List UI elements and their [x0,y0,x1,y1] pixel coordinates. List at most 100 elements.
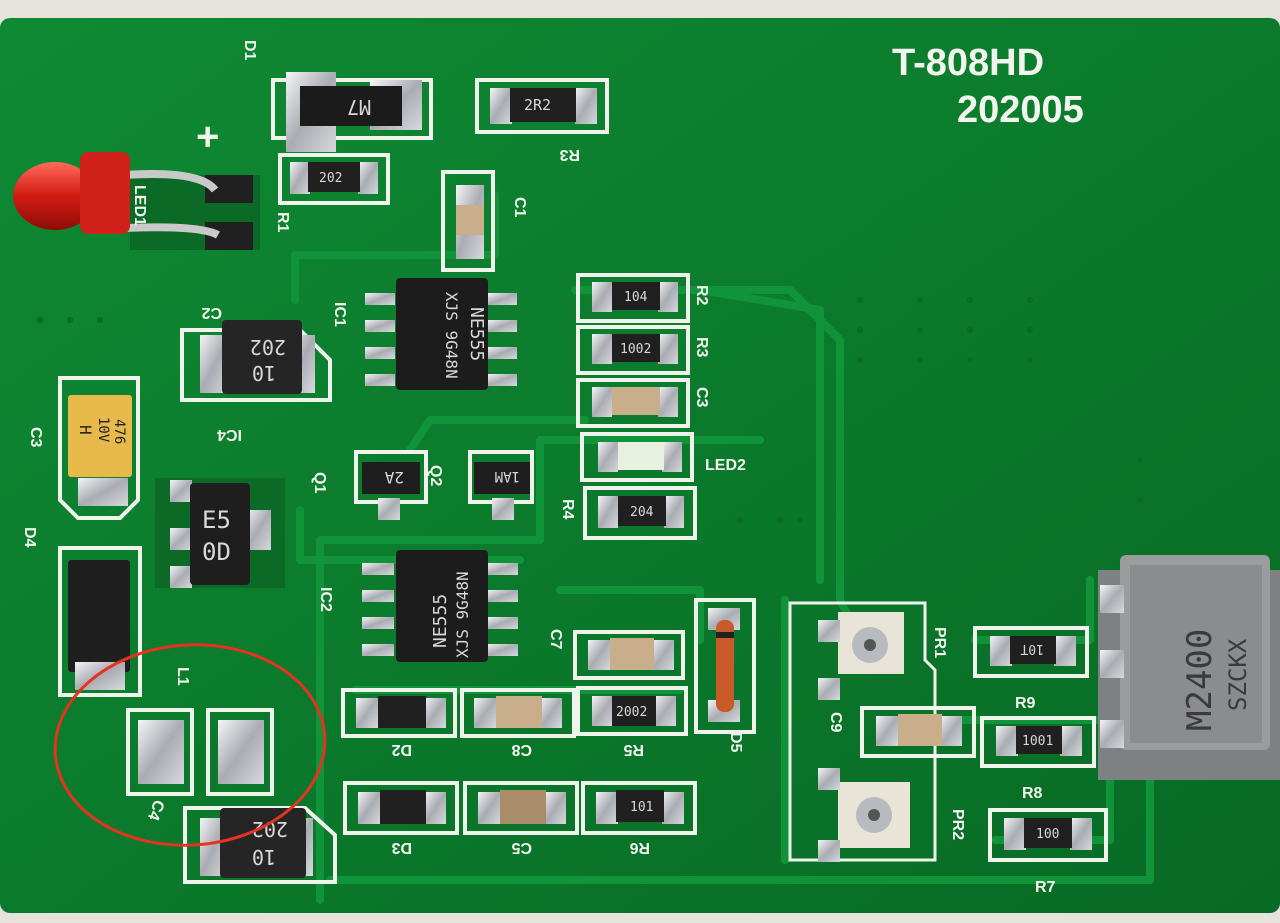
annotation-circle [53,643,327,847]
label-d1: D1 [241,40,258,61]
label-ic2: IC2 [317,587,334,612]
label-r2: R2 [693,285,710,306]
component-r2: 104 [576,273,690,323]
label-c8: C8 [511,741,532,758]
label-pr2: PR2 [949,809,966,840]
component-d3 [343,781,459,835]
label-r1: R1 [274,212,291,233]
ic2-marking-line1: NE555 [430,594,451,648]
l1-marking-line2: 10 [252,845,276,869]
r8-marking: 1001 [1022,734,1053,749]
ic4-marking-line2: 0D [202,538,231,566]
label-d2: D2 [391,741,412,758]
board-model-label: T-808HD [892,42,1044,84]
label-r3b: R3 [693,337,710,358]
component-r1: 202 [278,153,390,205]
component-rf-module: M2400 SZCKX [1098,555,1280,780]
component-r6: 101 [581,781,697,835]
component-c1 [441,170,495,272]
label-d3: D3 [391,839,412,856]
component-l1 [126,708,274,796]
component-c8 [460,688,576,738]
label-led2: LED2 [705,457,746,474]
q1-marking: 2A [384,468,404,487]
component-c5 [463,781,579,835]
r9-marking: 10T [1020,641,1044,656]
label-ic1: IC1 [331,302,348,327]
q2-marking: 1AM [495,468,520,484]
module-marking-line1: M2400 [1180,629,1220,731]
label-c2: C2 [201,304,222,321]
component-d4 [58,546,142,697]
label-c4: C4 [144,798,167,823]
label-r5: R5 [623,741,644,758]
label-ic4: IC4 [217,426,242,443]
label-c9: C9 [827,712,844,733]
ic4-marking-line1: E5 [202,506,231,534]
component-c9 [860,706,976,758]
label-l1: L1 [174,667,191,686]
label-led1: LED1 [131,185,148,226]
label-q1: Q1 [311,472,328,493]
reference-designators: D1 R3 LED1 R1 C1 C2 IC1 R2 R3 C3 IC4 C3 … [21,40,1056,896]
component-l1-block: 202 10 [183,806,337,884]
r6-marking: 101 [630,800,653,815]
label-c3-small: C3 [693,387,710,408]
component-d5 [694,598,756,734]
r3-marking: 2R2 [524,96,551,114]
board-date-label: 202005 [957,89,1084,131]
label-c5: C5 [511,839,532,856]
r5-marking: 2002 [616,705,647,720]
c3-marking-line2: 10V [95,417,111,443]
r7-marking: 100 [1036,827,1059,842]
component-ic4: E5 0D [155,478,285,588]
label-pr1: PR1 [931,627,948,658]
module-marking-line2: SZCKX [1224,638,1252,711]
component-d1: M7 [271,72,433,152]
component-q1: 2A [354,450,428,520]
component-d2 [341,688,457,738]
component-c3-small [576,378,690,428]
component-r8: 1001 [980,716,1096,768]
component-c7 [573,630,685,680]
c3-marking-line1: 476 [111,419,127,444]
label-r8: R8 [1022,785,1043,802]
label-r9: R9 [1015,695,1036,712]
component-r3b: 1002 [576,325,690,375]
label-d4: D4 [21,527,38,548]
component-r4: 204 [583,486,697,540]
component-pr1 [788,601,937,862]
label-c1: C1 [511,197,528,218]
label-r4: R4 [559,499,576,520]
label-r3: R3 [559,146,580,163]
component-r9: 10T [973,626,1089,678]
component-led2 [580,432,694,482]
r2-marking: 104 [624,290,648,305]
component-r3: 2R2 [475,78,609,134]
vias [37,297,1143,523]
component-q2: 1AM [468,450,534,520]
component-r5: 2002 [576,686,688,736]
label-r6: R6 [629,839,650,856]
label-r7: R7 [1035,879,1056,896]
c2-marking-line1: 202 [250,335,286,359]
plus-mark: + [196,115,219,159]
d1-marking: M7 [347,95,371,119]
ic2-marking-line2: XJS 9G48N [453,571,472,658]
c2-marking-line2: 10 [252,361,276,385]
label-c7: C7 [547,629,564,650]
component-pr2 [818,768,910,862]
component-ic1: NE555 XJS 9G48N [365,278,517,390]
ic1-marking-line1: NE555 [466,307,487,361]
r4-marking: 204 [630,505,654,520]
component-led1 [13,152,260,250]
label-c3: C3 [27,427,44,448]
component-c3-tantalum: 476 10V H [58,376,140,520]
c3-marking-line3: H [76,425,95,435]
label-d5: D5 [727,732,744,753]
r1-marking: 202 [319,171,342,186]
label-q2: Q2 [427,465,444,486]
r3b-marking: 1002 [620,342,651,357]
